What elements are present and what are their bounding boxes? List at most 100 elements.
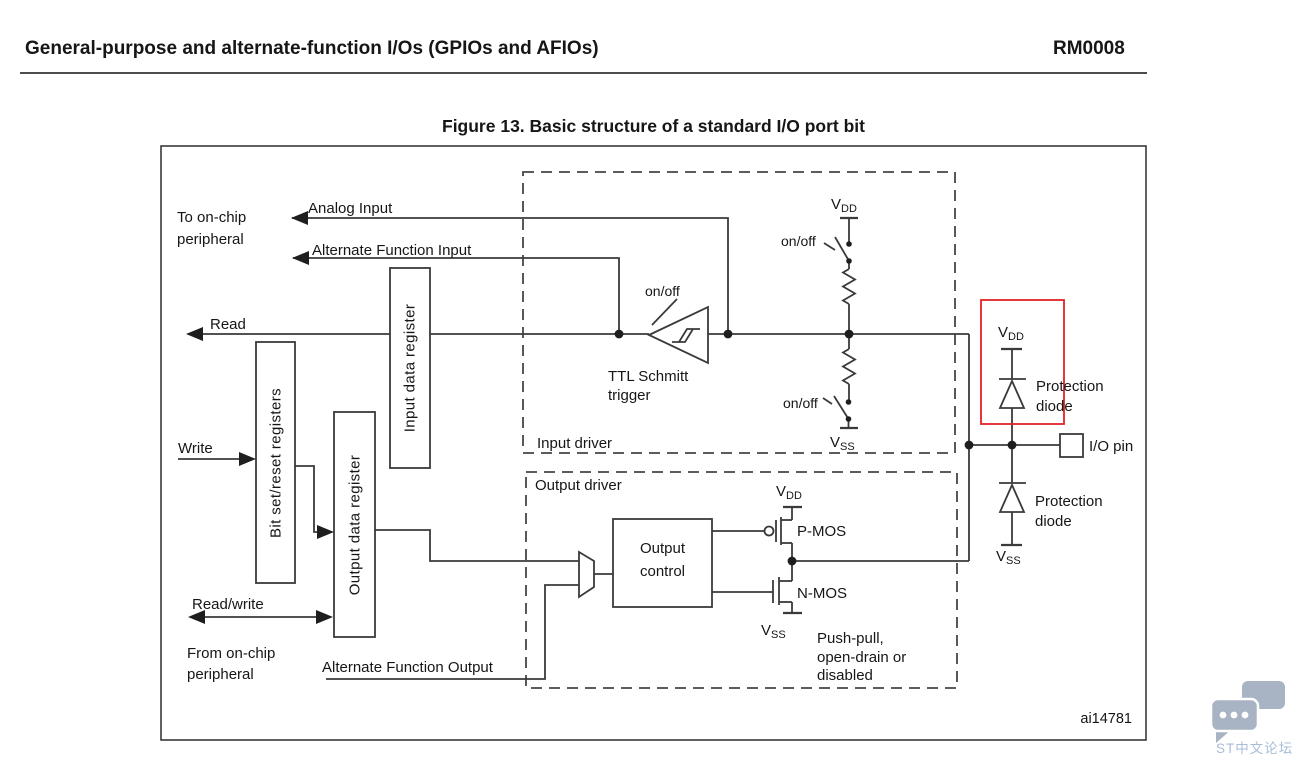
v-symbol: V [830, 434, 841, 451]
v-symbol: V [831, 196, 842, 213]
red-highlight-box [980, 299, 1065, 425]
bit-set-reset-registers-label: Bit set/reset registers [267, 387, 285, 539]
protection-line2: diode [1035, 513, 1072, 530]
to-on-chip-line2: peripheral [177, 231, 244, 248]
protection-line1: Protection [1035, 493, 1103, 510]
driver-boxes [522, 171, 958, 689]
header-rule [20, 72, 1147, 74]
write-arrow [239, 452, 256, 466]
figure-frame [160, 145, 1147, 741]
on-off-pulldown-label: on/off [783, 395, 818, 411]
vdd-pmos-label: VDD [776, 481, 802, 504]
analog-input-label: Analog Input [308, 200, 393, 217]
to-on-chip-peripheral-label: To on-chip peripheral [177, 207, 246, 251]
pmos-gate-bubble [763, 525, 775, 537]
dd-subscript: DD [1008, 331, 1024, 343]
protection-diode-bottom-label: Protection diode [1035, 492, 1103, 532]
dd-subscript: DD [786, 490, 802, 502]
v-symbol: V [996, 548, 1007, 565]
output-driver-label: Output driver [535, 477, 622, 494]
push-pull-line2: open-drain or [817, 648, 907, 666]
output-control-label: Output control [613, 537, 712, 583]
nmos-transistor [772, 561, 802, 615]
figure-caption: Figure 13. Basic structure of a standard… [442, 116, 865, 136]
input-driver-label: Input driver [537, 435, 613, 452]
protection-line2: diode [1036, 398, 1073, 415]
push-pull-line3: disabled [817, 667, 873, 684]
push-pull-line1: Push-pull, [817, 630, 884, 647]
vdd-pullup-label: VDD [831, 194, 857, 217]
hysteresis-glyph [678, 328, 700, 343]
dd-subscript: DD [841, 203, 857, 215]
analog-input-arrow [291, 211, 308, 225]
io-pin-square [1059, 433, 1084, 458]
ttl-schmitt-line1: TTL Schmitt [608, 368, 689, 385]
hysteresis-glyph [672, 328, 694, 343]
input-data-register-label: Input data register [401, 303, 419, 433]
protection-diode-top-label: Protection diode [1036, 377, 1104, 417]
alternate-function-input-label: Alternate Function Input [312, 242, 472, 259]
on-off-pullup-label: on/off [781, 233, 816, 249]
push-pull-mode-label: Push-pull, open-drain or disabled [817, 630, 906, 686]
pmos-label: P-MOS [797, 523, 847, 540]
schmitt-onoff-tick [651, 298, 678, 326]
from-on-chip-line1: From on-chip [187, 645, 276, 662]
ttl-schmitt-line2: trigger [608, 387, 651, 404]
watermark-text: ST中文论坛 [1216, 741, 1293, 756]
read-write-label: Read/write [192, 596, 264, 613]
input-data-register-box [389, 267, 431, 469]
switch-contacts [845, 241, 852, 422]
pulldown-onoff-tick [822, 397, 833, 405]
pullup-resistor [841, 268, 857, 305]
vss-pulldown-label: VSS [830, 432, 855, 455]
page-header-doc-ref: RM0008 [1053, 38, 1125, 59]
v-symbol: V [761, 622, 772, 639]
wire-alternate-function-input [293, 257, 620, 334]
page-header-section-title: General-purpose and alternate-function I… [25, 38, 599, 59]
pullup-switch-blade [834, 236, 850, 262]
read-write-arrow-left [188, 610, 205, 624]
pullup-onoff-tick [823, 242, 836, 251]
v-symbol: V [998, 324, 1009, 341]
wires [178, 217, 1060, 680]
output-control-line2: control [639, 563, 686, 580]
protection-diodes [998, 347, 1026, 547]
wire-odr-to-mux [375, 529, 579, 562]
bsrr-odr-arrow [317, 525, 334, 539]
pullup-pulldown-chain [822, 216, 858, 430]
protection-diode-top [998, 378, 1026, 409]
read-arrow [186, 327, 203, 341]
ss-subscript: SS [840, 441, 855, 453]
wire-alternate-function-output [326, 584, 579, 680]
figure-image-code: ai14781 [1080, 711, 1132, 727]
io-pin-label: I/O pin [1089, 438, 1134, 455]
output-data-register-label: Output data register [346, 454, 364, 596]
wire-bsrr-to-odr [295, 465, 319, 533]
output-control-box [612, 518, 713, 608]
bit-set-reset-registers-box [255, 341, 296, 584]
wire-analog-input [292, 217, 729, 334]
output-control-line1: Output [639, 540, 686, 557]
schmitt-triangle [646, 305, 709, 365]
protection-diode-bottom [998, 482, 1026, 513]
watermark-logo: ST中文论坛 [1209, 681, 1293, 756]
read-label: Read [210, 316, 246, 333]
mux-symbol [578, 550, 595, 599]
register-boxes [255, 267, 1084, 638]
chat-bubbles-icon [1209, 681, 1285, 743]
write-label: Write [178, 440, 213, 457]
read-write-arrow-right [316, 610, 333, 624]
bubble-dots [1219, 711, 1249, 719]
pulldown-resistor [841, 348, 857, 385]
output-data-register-box [333, 411, 376, 638]
pulldown-switch-blade [833, 395, 850, 420]
arrowheads [186, 211, 334, 624]
v-symbol: V [776, 483, 787, 500]
ss-subscript: SS [771, 629, 786, 641]
nmos-label: N-MOS [797, 585, 847, 602]
alternate-function-output-label: Alternate Function Output [322, 659, 493, 676]
alternate-function-input-arrow [292, 251, 309, 265]
protection-line1: Protection [1036, 378, 1104, 395]
